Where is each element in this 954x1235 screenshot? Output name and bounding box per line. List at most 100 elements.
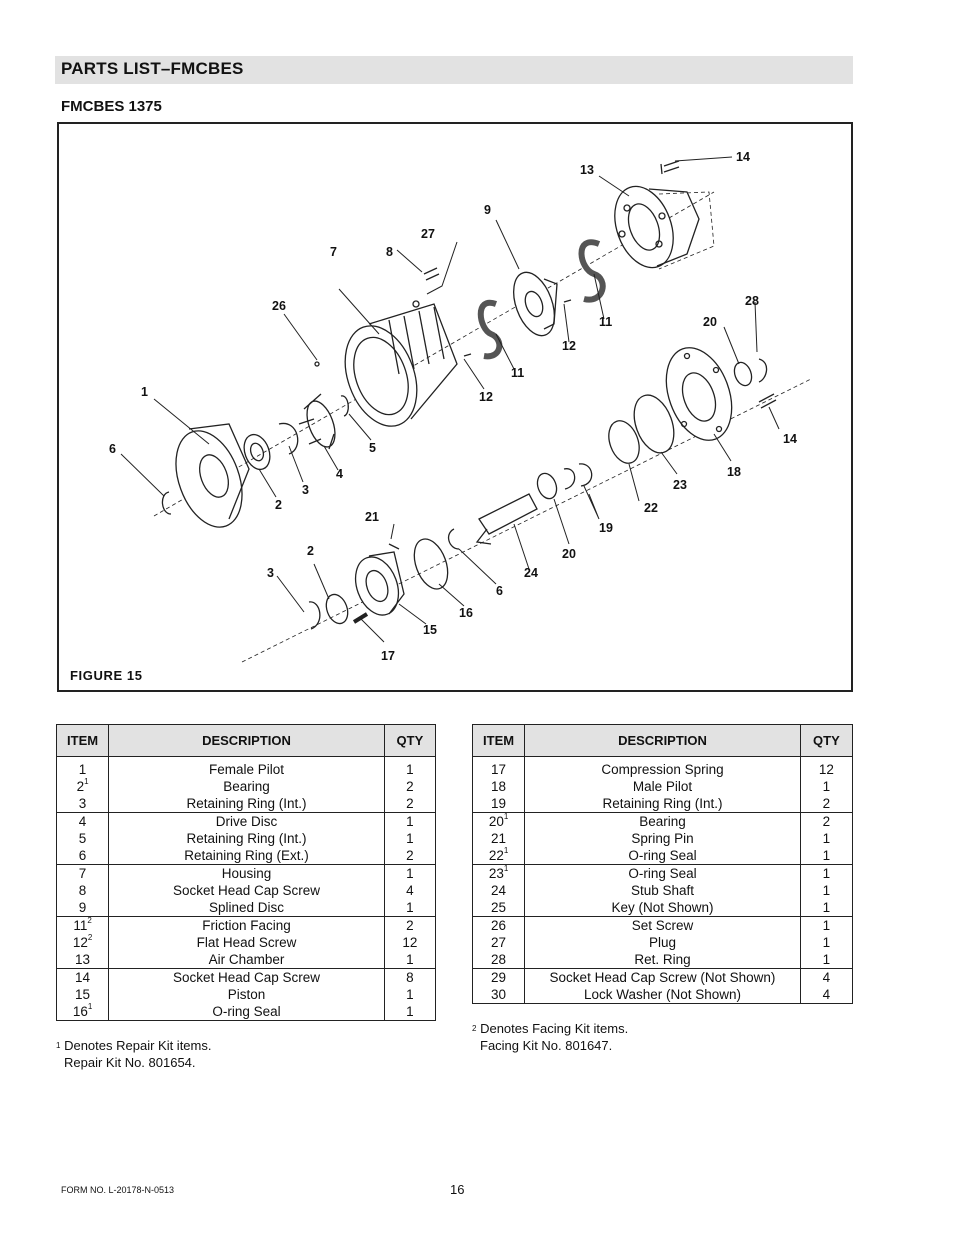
col-header-qty: QTY xyxy=(383,724,437,757)
repair-kit-note: 1 Denotes Repair Kit items. Repair Kit N… xyxy=(56,1037,211,1071)
part-qty: 8 xyxy=(406,969,414,985)
part-qty: 1 xyxy=(822,934,831,950)
callout-18: 18 xyxy=(727,465,741,479)
item-number: 21 xyxy=(76,776,89,794)
part-qty: 1 xyxy=(406,899,414,915)
callout-20: 20 xyxy=(703,315,717,329)
part-description: Retaining Ring (Int.) xyxy=(602,795,723,811)
ring-3-top xyxy=(278,422,299,455)
callout-11: 11 xyxy=(511,366,524,380)
item-number: 24 xyxy=(491,882,507,898)
col-header-qty: QTY xyxy=(799,724,854,757)
part-qty: 2 xyxy=(406,795,414,811)
part-description: Socket Head Cap Screw xyxy=(172,969,321,985)
drive-disc-drawing xyxy=(298,393,336,450)
footnote-marker: 1 xyxy=(87,1001,93,1011)
part-description: Lock Washer (Not Shown) xyxy=(583,986,742,1002)
exploded-diagram: 1413927872628201112111216543214182322192… xyxy=(109,150,812,663)
bearing-20-lower xyxy=(536,472,558,500)
footnote-marker: 2 xyxy=(87,932,93,942)
part-description: Stub Shaft xyxy=(630,882,694,898)
bearing-20-top xyxy=(733,361,753,387)
bearing-2-top-drawing xyxy=(243,433,271,471)
item-number: 8 xyxy=(78,882,87,898)
part-qty: 1 xyxy=(822,778,831,794)
item-number: 231 xyxy=(488,863,509,881)
callout-7: 7 xyxy=(330,245,337,259)
callout-17: 17 xyxy=(381,649,395,663)
callout-9: 9 xyxy=(484,203,491,217)
part-qty: 1 xyxy=(406,761,414,777)
part-description: Drive Disc xyxy=(215,813,278,829)
item-number: 13 xyxy=(75,951,91,967)
repair-kit-line1: Denotes Repair Kit items. xyxy=(64,1038,212,1053)
ring-5 xyxy=(340,395,349,417)
housing-drawing xyxy=(344,303,458,427)
ring-6-lower xyxy=(447,528,460,550)
callout-20: 20 xyxy=(562,547,576,561)
friction-facing-drawing xyxy=(477,239,606,360)
callout-3: 3 xyxy=(302,483,309,497)
part-description: Compression Spring xyxy=(601,761,724,777)
part-qty: 12 xyxy=(818,761,834,777)
part-qty: 2 xyxy=(406,847,414,863)
item-number: 1 xyxy=(78,761,87,777)
footnote-marker: 1 xyxy=(503,845,509,855)
callout-5: 5 xyxy=(369,441,376,455)
callout-6: 6 xyxy=(496,584,503,598)
callout-22: 22 xyxy=(644,501,658,515)
part-qty: 1 xyxy=(822,865,831,881)
callout-13: 13 xyxy=(580,163,594,177)
col-header-description: DESCRIPTION xyxy=(524,724,801,757)
ring-28 xyxy=(758,358,768,383)
part-qty: 4 xyxy=(822,986,831,1002)
callout-23: 23 xyxy=(673,478,687,492)
callout-6: 6 xyxy=(109,442,116,456)
part-description: Housing xyxy=(221,865,272,881)
callout-14: 14 xyxy=(736,150,750,164)
part-description: Socket Head Cap Screw xyxy=(172,882,321,898)
screw-14-top xyxy=(660,160,680,175)
callout-4: 4 xyxy=(336,467,343,481)
part-qty: 1 xyxy=(406,865,414,881)
part-qty: 2 xyxy=(406,778,414,794)
part-description: Female Pilot xyxy=(208,761,284,777)
part-qty: 1 xyxy=(822,830,831,846)
item-number: 28 xyxy=(491,951,507,967)
item-number: 201 xyxy=(488,811,509,829)
item-number: 18 xyxy=(491,778,507,794)
part-qty: 1 xyxy=(822,847,831,863)
part-description: Retaining Ring (Ext.) xyxy=(184,847,309,863)
callout-11: 11 xyxy=(599,315,612,329)
item-number: 7 xyxy=(78,865,87,881)
item-number: 3 xyxy=(78,795,87,811)
item-number: 19 xyxy=(491,795,507,811)
part-qty: 1 xyxy=(822,951,831,967)
facing-kit-line2: Facing Kit No. 801647. xyxy=(480,1038,613,1053)
item-number: 17 xyxy=(491,761,507,777)
screw-12-right xyxy=(563,299,572,303)
part-description: Plug xyxy=(648,934,676,950)
part-qty: 1 xyxy=(406,1003,414,1019)
part-description: Socket Head Cap Screw (Not Shown) xyxy=(549,969,776,985)
item-number: 25 xyxy=(491,899,507,915)
callout-1: 1 xyxy=(141,385,148,399)
